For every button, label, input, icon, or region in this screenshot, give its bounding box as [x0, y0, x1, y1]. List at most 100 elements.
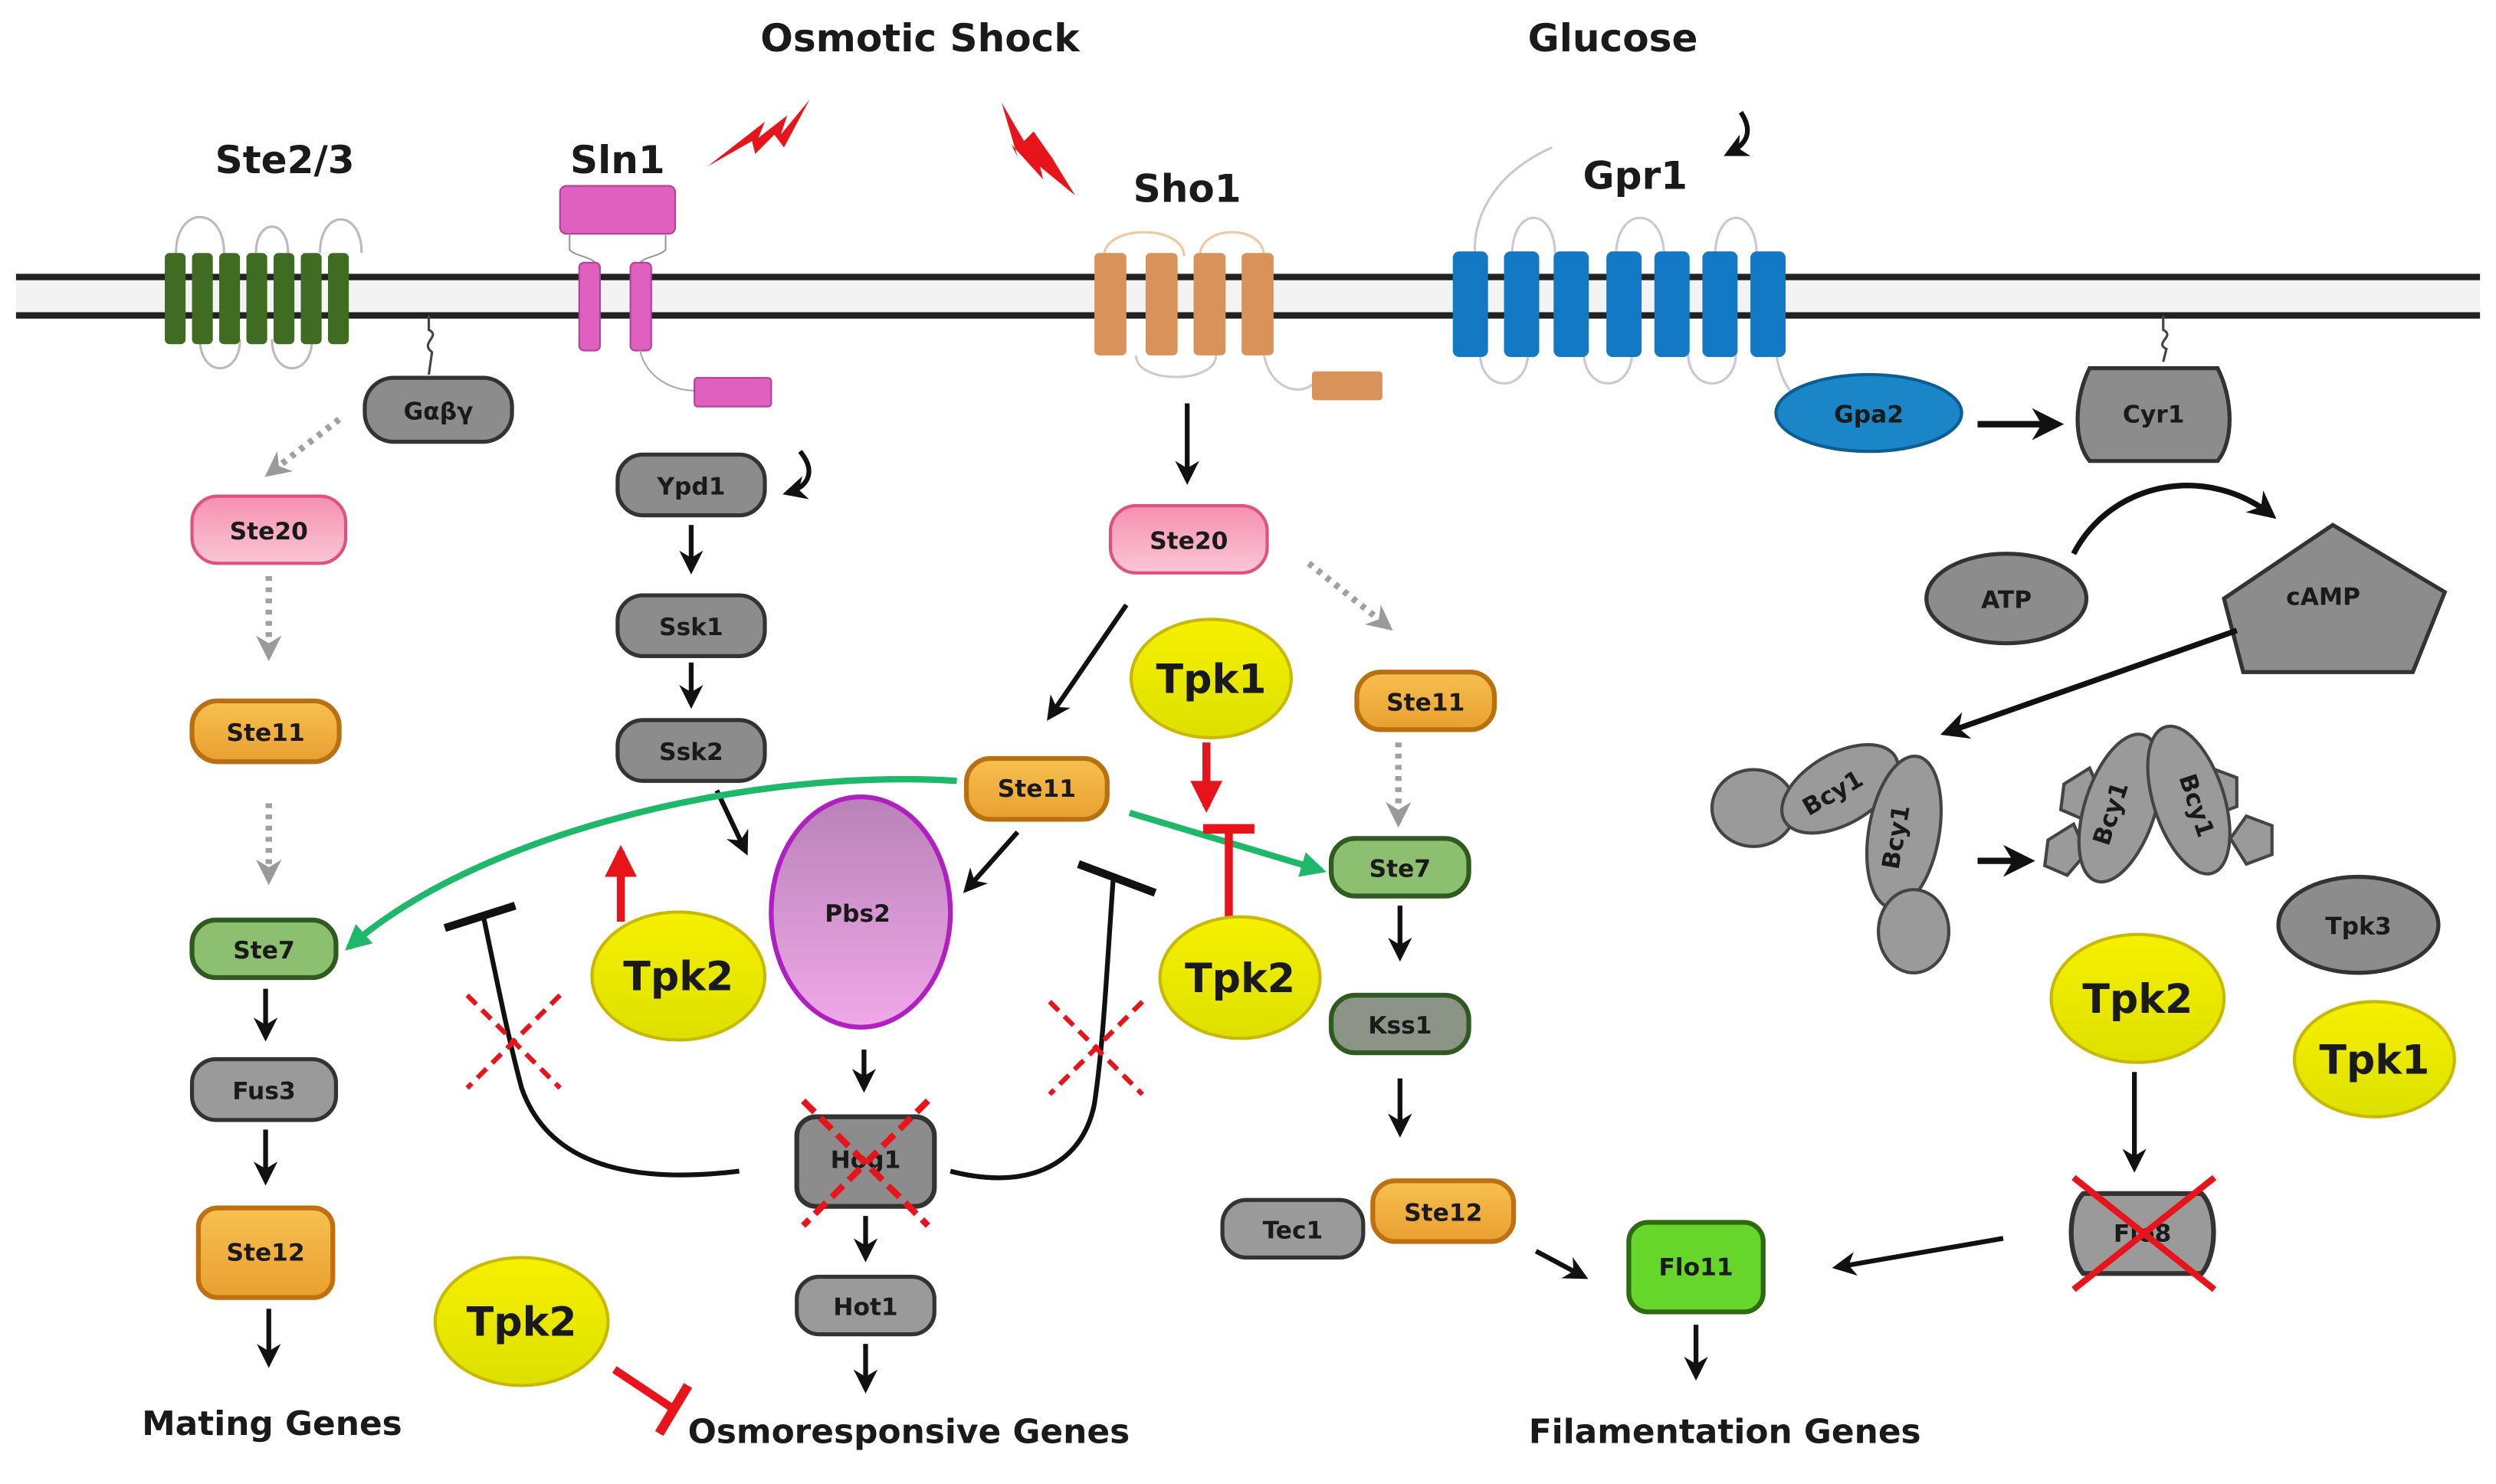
- sho1-label: Sho1: [1133, 165, 1241, 211]
- tpk2-inhibition-genes: [612, 1366, 693, 1436]
- svg-text:cAMP: cAMP: [2286, 584, 2360, 611]
- svg-text:Ypd1: Ypd1: [656, 473, 725, 501]
- svg-text:Ste12: Ste12: [1404, 1199, 1482, 1227]
- node-tpk3[interactable]: Tpk3: [2276, 874, 2441, 975]
- node-tpk2-osmo[interactable]: Tpk2: [590, 910, 767, 1042]
- svg-text:Tpk2: Tpk2: [1185, 956, 1295, 1002]
- hog1-feedback-inhibition-left: [481, 914, 740, 1178]
- node-ste12-filament[interactable]: Ste12: [1370, 1178, 1517, 1244]
- svg-text:Ste11: Ste11: [226, 719, 304, 747]
- filamentation-genes-label: Filamentation Genes: [1529, 1413, 1921, 1452]
- node-ste11-mating[interactable]: Ste11: [189, 698, 342, 765]
- lipid-anchor: [2161, 315, 2169, 362]
- arrow: [1940, 627, 2238, 739]
- arrow: [1047, 603, 1129, 721]
- svg-text:Ste20: Ste20: [1150, 528, 1228, 555]
- svg-text:Gpa2: Gpa2: [1834, 401, 1904, 429]
- svg-text:Pbs2: Pbs2: [825, 900, 890, 928]
- ste23-label: Ste2/3: [215, 137, 355, 182]
- sho1-receptor[interactable]: [1094, 231, 1382, 401]
- lipid-anchor: [426, 315, 435, 375]
- node-flo11[interactable]: Flo11: [1626, 1220, 1766, 1315]
- node-ssk1[interactable]: Ssk1: [615, 593, 767, 658]
- crosstalk-arrow-to-mating: [345, 776, 957, 951]
- svg-text:Ste20: Ste20: [230, 518, 308, 545]
- svg-text:Ste12: Ste12: [226, 1240, 304, 1267]
- lightning-bolt-icon: [1001, 103, 1076, 196]
- node-atp[interactable]: ATP: [1924, 552, 2089, 646]
- lightning-bolt-icon: [707, 99, 810, 167]
- svg-text:Fus3: Fus3: [232, 1078, 296, 1106]
- deletion-cross-icon: [465, 993, 562, 1090]
- node-flo8[interactable]: Flo8: [2068, 1174, 2217, 1292]
- inhibition-bar: [1077, 860, 1157, 897]
- dashed-arrow: [1307, 561, 1393, 631]
- atp-to-camp-arrow: [2071, 483, 2277, 555]
- node-tpk2-right[interactable]: Tpk2: [2049, 932, 2226, 1064]
- node-ste7-mating[interactable]: Ste7: [189, 917, 339, 981]
- node-ssk2[interactable]: Ssk2: [615, 718, 767, 783]
- node-tpk1-right[interactable]: Tpk1: [2292, 1000, 2456, 1119]
- node-kss1[interactable]: Kss1: [1328, 992, 1471, 1056]
- osmotic-shock-label: Osmotic Shock: [760, 15, 1081, 61]
- node-ste12-mating[interactable]: Ste12: [195, 1205, 336, 1300]
- svg-text:Tpk2: Tpk2: [2082, 977, 2193, 1023]
- svg-text:Ste11: Ste11: [998, 775, 1076, 803]
- node-camp[interactable]: cAMP: [2222, 523, 2448, 674]
- svg-text:Tec1: Tec1: [1263, 1217, 1323, 1244]
- sln1-receptor[interactable]: [559, 185, 772, 408]
- arrow: [714, 789, 749, 856]
- deletion-cross-icon: [2071, 1174, 2217, 1292]
- node-tec1[interactable]: Tec1: [1220, 1197, 1366, 1260]
- node-gpa2[interactable]: Gpa2: [1774, 372, 1963, 454]
- node-hot1[interactable]: Hot1: [795, 1274, 936, 1337]
- arrow: [782, 450, 812, 500]
- sln1-label: Sln1: [570, 137, 665, 182]
- node-ste11-osmo[interactable]: Ste11: [963, 755, 1110, 822]
- svg-text:Hot1: Hot1: [833, 1294, 897, 1322]
- svg-text:Flo11: Flo11: [1659, 1253, 1733, 1281]
- tpk2-inhibition: [1203, 824, 1255, 919]
- svg-text:Gαβγ: Gαβγ: [404, 398, 474, 425]
- node-tpk2-bottom[interactable]: Tpk2: [433, 1256, 610, 1387]
- node-gabg[interactable]: Gαβγ: [362, 375, 514, 444]
- dashed-arrow: [264, 417, 342, 477]
- svg-text:Ste11: Ste11: [1386, 689, 1464, 716]
- node-bcy1-inactive[interactable]: Bcy1 Bcy1: [1710, 726, 1952, 975]
- deletion-cross-icon: [1048, 1000, 1144, 1096]
- inhibition-bar: [443, 902, 517, 932]
- arrow: [963, 830, 1020, 893]
- gpr1-label: Gpr1: [1583, 153, 1688, 198]
- deletion-cross-icon: [801, 1098, 930, 1228]
- node-hog1[interactable]: Hog1: [794, 1098, 937, 1228]
- node-ste7-filament[interactable]: Ste7: [1328, 836, 1471, 899]
- node-ste11-filament[interactable]: Ste11: [1354, 670, 1497, 732]
- svg-text:Tpk2: Tpk2: [467, 1300, 577, 1346]
- svg-text:Ste7: Ste7: [1369, 856, 1432, 883]
- glucose-arrow-icon: [1724, 110, 1751, 156]
- svg-text:Tpk2: Tpk2: [623, 955, 733, 1001]
- ste23-receptor[interactable]: [165, 215, 363, 369]
- svg-text:Ste7: Ste7: [233, 937, 295, 965]
- glucose-label: Glucose: [1528, 15, 1698, 61]
- gpr1-receptor[interactable]: [1452, 146, 1799, 401]
- node-ypd1[interactable]: Ypd1: [615, 452, 767, 518]
- osmoresponsive-genes-label: Osmoresponsive Genes: [688, 1413, 1130, 1452]
- node-bcy1-active[interactable]: Bcy1 Bcy1: [2042, 716, 2274, 892]
- hog1-feedback-inhibition-right: [950, 873, 1117, 1181]
- node-cyr1[interactable]: Cyr1: [2075, 365, 2232, 464]
- node-ste20-osmo[interactable]: Ste20: [1108, 504, 1269, 575]
- node-tpk2-mid[interactable]: Tpk2: [1158, 915, 1322, 1040]
- svg-text:Tpk1: Tpk1: [1156, 657, 1266, 703]
- svg-text:ATP: ATP: [1981, 587, 2032, 614]
- arrow: [1534, 1249, 1589, 1279]
- node-tpk1-mid[interactable]: Tpk1: [1130, 618, 1293, 739]
- node-pbs2[interactable]: Pbs2: [769, 794, 953, 1030]
- svg-text:Cyr1: Cyr1: [2123, 401, 2185, 429]
- svg-text:Tpk1: Tpk1: [2319, 1037, 2429, 1083]
- arrow: [1832, 1236, 2004, 1276]
- node-ste20-mating[interactable]: Ste20: [190, 494, 348, 565]
- node-fus3[interactable]: Fus3: [189, 1056, 339, 1122]
- svg-text:Ssk2: Ssk2: [659, 739, 723, 766]
